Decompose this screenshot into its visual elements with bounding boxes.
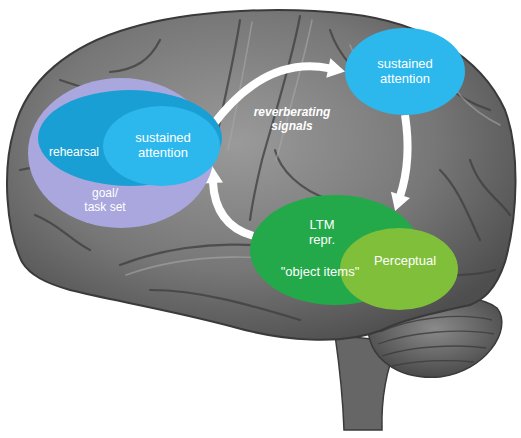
annotation-text: reverberating signals <box>246 106 338 134</box>
ellipse-fill <box>345 28 465 115</box>
arrow-head <box>326 58 345 78</box>
arrow-line <box>213 181 253 235</box>
signal-arrow <box>391 115 410 211</box>
arrow-head <box>391 192 410 211</box>
ellipse-fill <box>103 106 220 186</box>
region-label: LTM repr. <box>299 218 345 248</box>
goal-region: goal/ task set rehearsal sustained attenti… <box>28 78 214 228</box>
region-label: "object items" <box>270 265 370 280</box>
region-label: goal/ task set <box>81 187 129 215</box>
region-label: sustained attention <box>355 57 455 87</box>
ellipse-fill <box>340 228 458 310</box>
attention-region: sustained attention <box>103 106 220 186</box>
sulci <box>20 16 510 320</box>
cerebrum <box>7 10 515 340</box>
ellipse-fill <box>38 90 222 186</box>
signal-arrow <box>203 166 253 236</box>
attention-region: sustained attention <box>345 28 465 115</box>
region-label: Perceptual <box>365 254 445 269</box>
region-label: sustained attention <box>113 131 213 161</box>
region-label: rehearsal <box>49 146 99 160</box>
rehearsal-region: rehearsal sustained attention <box>38 90 222 186</box>
arrow-line <box>400 115 408 196</box>
